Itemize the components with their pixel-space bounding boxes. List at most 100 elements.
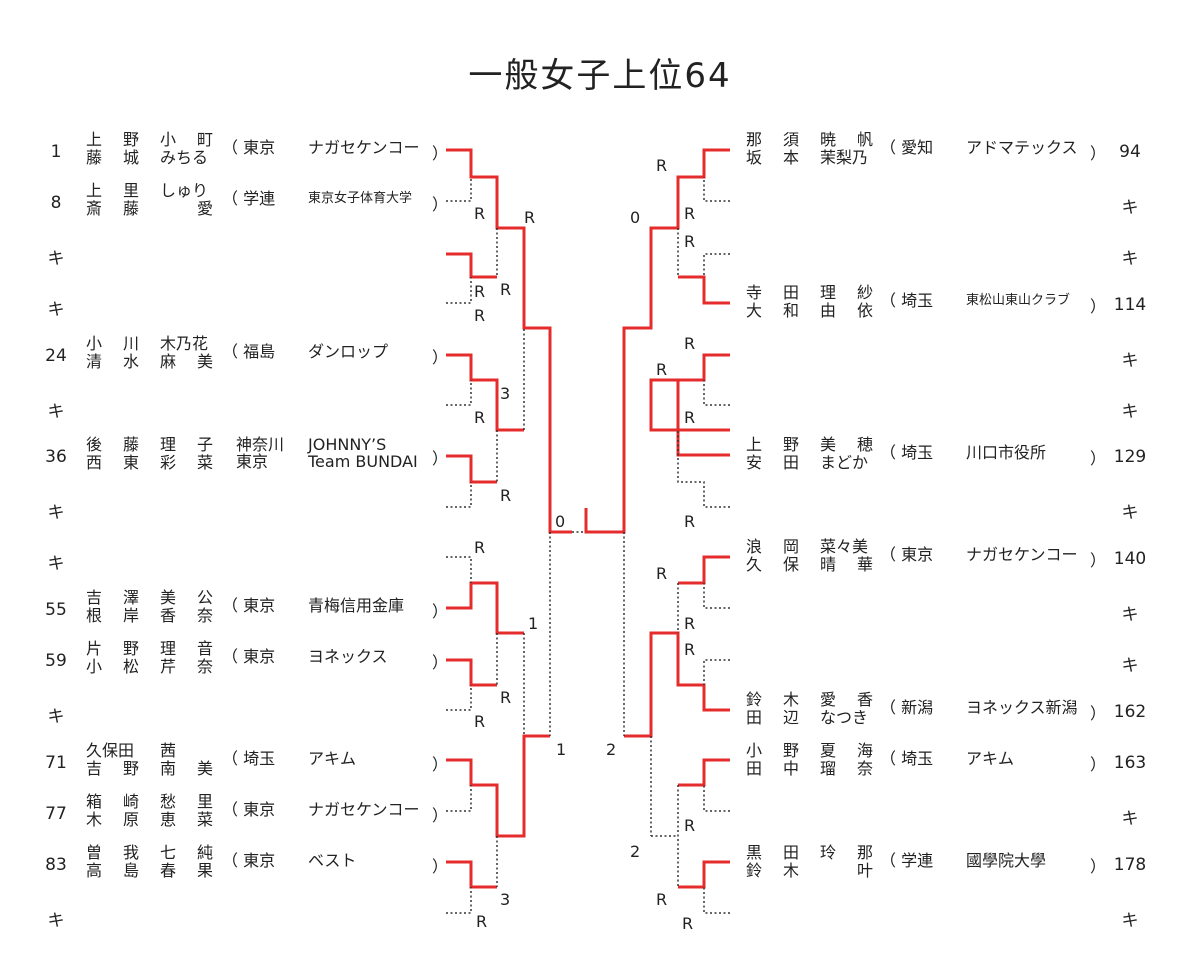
score-label: R — [684, 408, 696, 427]
close-paren: ） — [1090, 754, 1107, 774]
bye-line — [703, 380, 730, 406]
prefecture-label: （ 東京 — [222, 647, 276, 666]
name-char: みちる — [160, 148, 209, 167]
prefecture: （ 東京 — [880, 538, 933, 563]
score-label: R — [476, 912, 488, 931]
seed-number: キ — [47, 554, 65, 575]
name-char: 島 — [123, 860, 140, 880]
name-char: 原 — [123, 809, 140, 829]
prefecture: （ 学連 — [880, 844, 933, 869]
prefecture-label: （ 埼玉 — [880, 443, 934, 463]
seed-number: 140 — [1113, 549, 1147, 570]
team-label: 川口市役所 — [966, 443, 1047, 463]
name-char: 和 — [783, 300, 800, 320]
player-name: 那須暁帆 — [746, 131, 894, 148]
bye-line — [703, 659, 730, 685]
prefecture: 神奈川東京 — [222, 436, 284, 470]
score-label: 0 — [630, 208, 641, 227]
name-char: なつき — [820, 707, 869, 727]
prefecture-label: 東京 — [236, 452, 269, 472]
player-name: 久保田茜 — [86, 742, 197, 759]
score-label: 3 — [500, 384, 511, 403]
score-label: R — [474, 408, 486, 427]
name-char: 茉梨乃 — [820, 148, 869, 167]
seed-number: キ — [47, 401, 65, 422]
name-char: 浪 — [746, 537, 763, 557]
name-char: 公 — [197, 588, 214, 608]
winner-line — [678, 275, 730, 305]
name-char: 木 — [783, 689, 800, 709]
name-char: 麻 — [160, 351, 177, 371]
prefecture: （ 福島 — [222, 335, 275, 360]
name-char: 上 — [86, 130, 103, 149]
name-char: 松 — [123, 657, 140, 676]
name-char: 那 — [746, 130, 763, 149]
close-paren: ） — [432, 754, 449, 774]
winner-line — [678, 555, 730, 585]
name-char: 夏 — [820, 740, 837, 760]
prefecture-label: （ 学連 — [880, 850, 934, 870]
seed-number: 114 — [1113, 294, 1147, 315]
name-char: 小 — [746, 740, 763, 760]
score-label: R — [684, 640, 696, 659]
score-label: 1 — [556, 740, 567, 759]
name-char: 美 — [197, 351, 214, 371]
name-char: 野 — [783, 435, 800, 455]
close-paren: ） — [432, 449, 449, 469]
name-char: 小 — [86, 657, 103, 676]
name-char: 田 — [783, 282, 800, 302]
name-char: 茜 — [160, 740, 177, 760]
close-paren: ） — [432, 602, 449, 622]
name-char: 玲 — [820, 842, 837, 862]
name-char: 田 — [783, 453, 800, 473]
seed-number: 77 — [45, 803, 67, 824]
prefecture-label: （ 埼玉 — [880, 748, 934, 768]
player-name: 寺田理紗 — [746, 284, 894, 301]
close-paren: ） — [432, 805, 449, 825]
team-label: アキム — [966, 748, 1015, 768]
score-label: 3 — [500, 890, 511, 909]
team-name: 國學院大學 — [966, 844, 1046, 869]
score-label: R — [656, 564, 668, 583]
name-char: 崎 — [123, 791, 140, 811]
score-label: R — [684, 232, 696, 251]
name-char: 藤 — [86, 148, 103, 167]
name-char: 里 — [197, 791, 214, 811]
prefecture-label: （ 新潟 — [880, 697, 934, 717]
name-char: 美 — [160, 588, 177, 608]
name-char: 音 — [197, 639, 214, 658]
seed-number: キ — [47, 299, 65, 320]
name-char: 華 — [857, 555, 874, 575]
seed-number: 129 — [1113, 447, 1147, 468]
close-paren: ） — [1090, 449, 1107, 469]
name-char: 菜 — [197, 453, 214, 473]
winner-line — [446, 454, 497, 484]
name-char: 暁 — [820, 130, 837, 149]
name-char: 菜々美 — [820, 537, 869, 557]
seed-number: キ — [47, 503, 65, 524]
name-char: 西 — [86, 453, 103, 473]
winner-line — [446, 148, 572, 534]
prefecture: （ 埼玉 — [880, 436, 933, 461]
winner-line — [446, 252, 497, 279]
close-paren: ） — [432, 653, 449, 672]
name-char: 城 — [123, 148, 140, 167]
name-char: 彩 — [160, 453, 177, 473]
team-label: 東京女子体育大学 — [308, 190, 413, 206]
name-char: 辺 — [783, 707, 800, 727]
close-paren: ） — [1090, 856, 1107, 876]
name-char: 清 — [86, 351, 103, 371]
prefecture-label: （ 埼玉 — [222, 748, 276, 768]
bye-line — [703, 253, 730, 277]
prefecture-label: （ 東京 — [222, 138, 276, 157]
team-name: ヨネックス新潟 — [966, 691, 1078, 716]
name-char: 吉 — [86, 758, 103, 778]
name-char: 田 — [783, 842, 800, 862]
name-char: 藤 — [123, 435, 140, 455]
seed-number: キ — [47, 910, 65, 931]
seed-number: キ — [1121, 248, 1139, 269]
player-name: 片野理音 — [86, 640, 234, 657]
name-char: 美 — [197, 758, 214, 778]
name-char: 海 — [857, 740, 874, 760]
seed-number: 162 — [1113, 701, 1147, 722]
